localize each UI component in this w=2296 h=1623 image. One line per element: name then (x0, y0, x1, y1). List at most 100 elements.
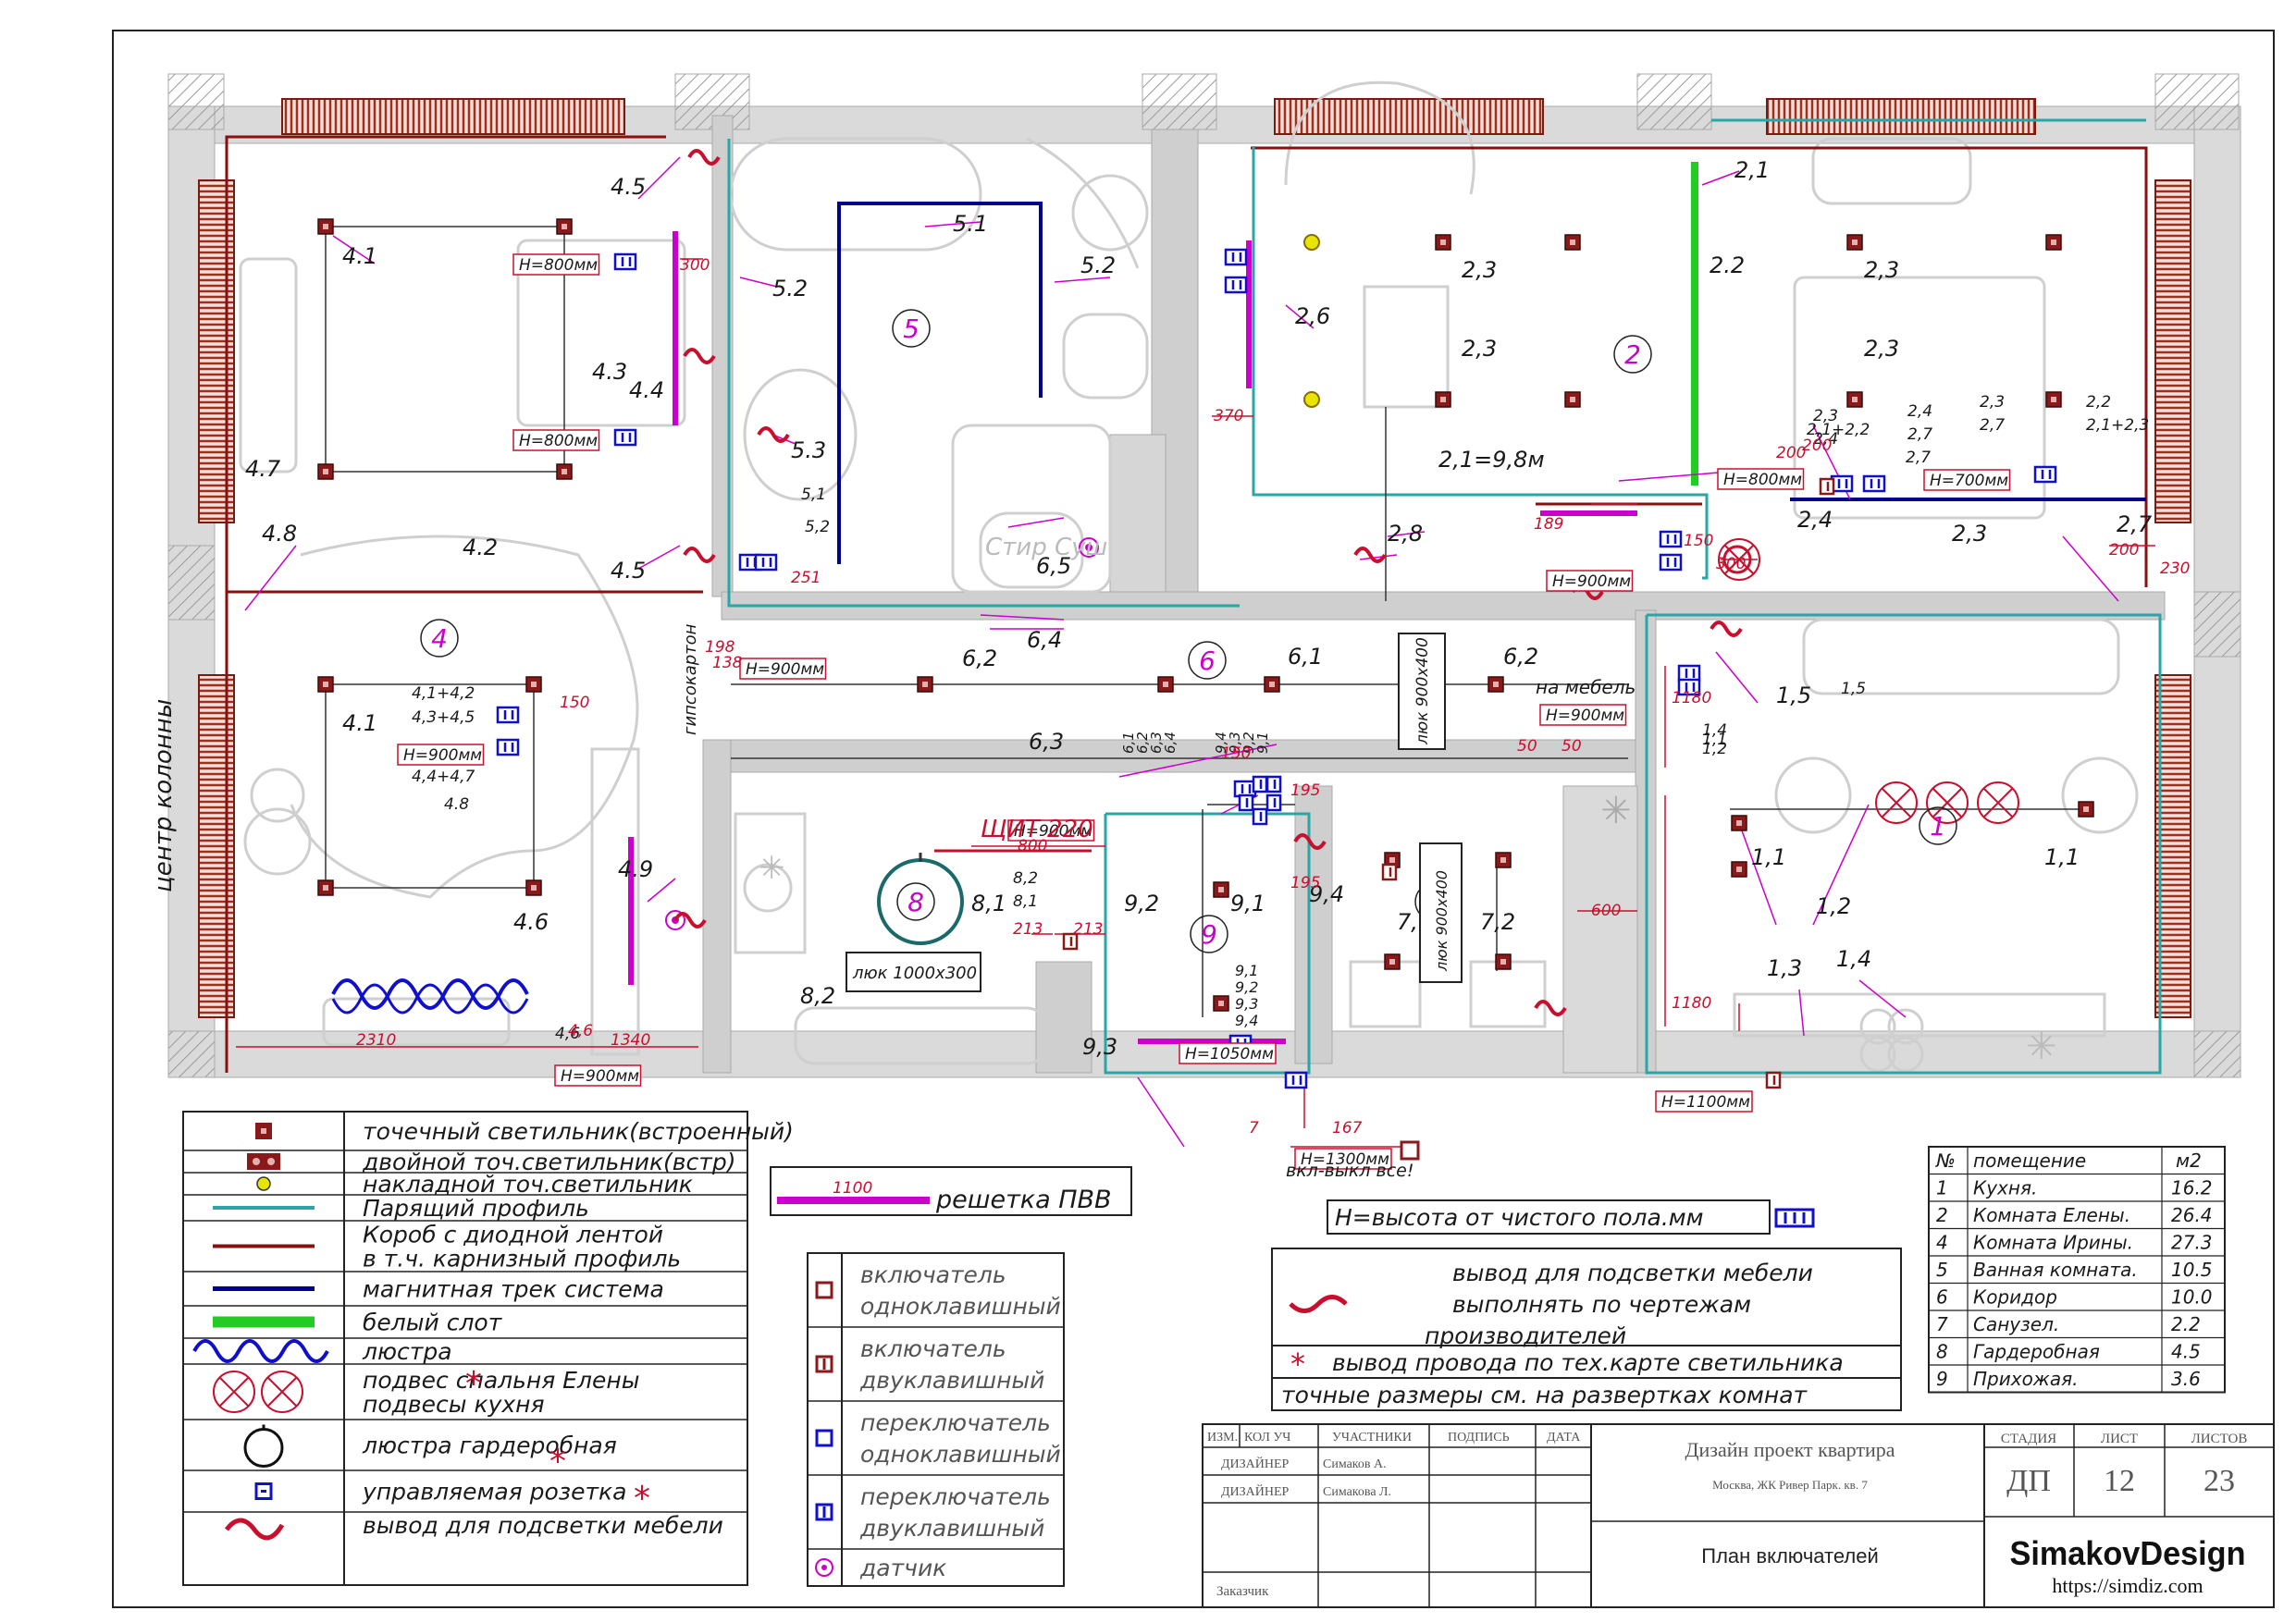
plan-label: 2,4 (1797, 507, 1833, 533)
svg-text:УЧАСТНИКИ: УЧАСТНИКИ (1332, 1431, 1412, 1445)
dimension-label: 1340 (611, 1031, 650, 1050)
plan-label: 8,1 (971, 891, 1006, 916)
plan-label: 2,7 (1907, 425, 1932, 444)
plan-label: 4.7 (245, 456, 281, 482)
plan-label: 2,3 (1462, 257, 1497, 283)
pendant-icon (213, 1371, 303, 1413)
sensors (665, 537, 1099, 930)
plan-label: 2.2 (1710, 252, 1745, 278)
switch-icon (496, 738, 520, 756)
room-number: 6 (1188, 641, 1227, 680)
svg-text:Симакова Л.: Симакова Л. (1323, 1485, 1391, 1499)
dimension-label: 1180 (1672, 994, 1711, 1013)
plan-label: 2,3 (1952, 521, 1987, 547)
dimension-lines (236, 258, 2155, 1148)
svg-text:Н=900мм: Н=900мм (1546, 707, 1624, 725)
dimension-label: 138 (712, 654, 743, 672)
spot-lights (317, 218, 2094, 1012)
height-label: Н=900мм (1546, 570, 1634, 592)
rooms-table-cell: Кухня. (1973, 1177, 2037, 1199)
switch-icon (613, 252, 637, 271)
height-label: Н=900мм (739, 658, 827, 680)
plan-label: 5.1 (953, 211, 988, 237)
svg-text:Н=высота от чистого пола.мм: Н=высота от чистого пола.мм (1335, 1204, 1704, 1231)
dimension-label: 200 (1802, 436, 1832, 455)
spot-light (1435, 391, 1451, 408)
legend-label: белый слот (363, 1309, 503, 1336)
rooms-table-cell: Прихожая. (1973, 1368, 2078, 1390)
spot-light (1564, 391, 1581, 408)
dimension-label: 7 (1249, 1119, 1259, 1137)
led-box-lines (225, 135, 2148, 1073)
svg-text:СТАДИЯ: СТАДИЯ (2001, 1432, 2056, 1446)
rooms-table-cell: 7 (1936, 1313, 1948, 1335)
switch-icon (1862, 474, 1886, 493)
spot-light (317, 218, 334, 235)
rooms-table-cell: 8 (1936, 1341, 1948, 1363)
plan-label: 2,3 (1980, 393, 2005, 412)
room-number-text: 6 (1199, 646, 1216, 676)
rooms-table-cell: Санузел. (1973, 1313, 2059, 1335)
legend-label: подвес спальня Елены (363, 1367, 639, 1394)
height-label: Н=800мм (512, 253, 600, 276)
switch-double-icon (815, 1355, 833, 1373)
dimension-label: 230 (2160, 559, 2190, 578)
svg-text:КОЛ УЧ: КОЛ УЧ (1244, 1431, 1290, 1445)
dimension-label: 213 (1073, 920, 1103, 939)
plan-label: 9,2 (1235, 978, 1258, 996)
note-wire: вывод провода по тех.карте светильника (1332, 1349, 1844, 1376)
plan-label: 2,1=9,8м (1438, 447, 1545, 473)
legend-label: Парящий профиль (363, 1195, 589, 1222)
spot-icon (255, 1123, 272, 1139)
plan-label: 1,1 (2044, 844, 2080, 870)
plan-label: 6,3 (1148, 732, 1165, 754)
dimension-label: 50 (1562, 737, 1582, 756)
column-center-label: центр колонны (150, 699, 178, 892)
height-label: Н=900мм (1539, 704, 1627, 726)
switch-legend-label: включатель (860, 1261, 1006, 1288)
floating-profile-lines (727, 118, 2162, 1075)
dimension-label: 150 (1684, 532, 1713, 550)
rooms-table-cell: Гардеробная (1973, 1341, 2100, 1363)
room-number-text: 8 (907, 887, 924, 917)
rooms-table-cell: 5 (1936, 1259, 1948, 1281)
plan-label: 7,2 (1480, 909, 1515, 935)
dimension-label: 300 (680, 256, 710, 275)
svg-text:План включателей: План включателей (1701, 1544, 1878, 1568)
svg-text:Н=900мм: Н=900мм (1014, 822, 1092, 841)
svg-text:Н=1300мм: Н=1300мм (1301, 1150, 1389, 1169)
plan-label: 5,1 (801, 486, 826, 504)
sheet-frame (112, 30, 2275, 1608)
plan-label: 1,5 (1841, 680, 1866, 698)
white-slot-icon (213, 1316, 315, 1328)
switch-icon (1659, 553, 1683, 572)
rooms-table-cell: 10.0 (2171, 1286, 2213, 1309)
spot-light (1157, 676, 1174, 693)
svg-text:ДИЗАЙНЕР: ДИЗАЙНЕР (1221, 1456, 1290, 1471)
room-number: 1 (1919, 806, 1957, 845)
switch-icon (1252, 775, 1268, 793)
legend-label: вывод для подсветки мебели (363, 1512, 723, 1539)
rooms-table-cell: 3.6 (2171, 1368, 2201, 1390)
plan-label: 2,7 (1906, 449, 1931, 467)
svg-text:Н=900мм: Н=900мм (561, 1067, 639, 1086)
plan-label: 4.3 (592, 359, 627, 385)
rooms-table-cell: № (1935, 1150, 1956, 1172)
svg-text:ДП: ДП (2006, 1464, 2051, 1498)
rooms-table-cell: 4 (1936, 1232, 1948, 1254)
plan-label: 6,2 (1134, 732, 1151, 754)
svg-text:Н=900мм: Н=900мм (1552, 572, 1631, 591)
room-number-text: 4 (431, 623, 448, 654)
rooms-table-cell: 26.4 (2171, 1204, 2213, 1226)
spot-light (556, 218, 573, 235)
spot-light (317, 463, 334, 480)
switch-single-icon (815, 1281, 833, 1299)
panel-label: ЩИТ 220 (981, 816, 1093, 843)
plan-label: 9,1 (1254, 732, 1271, 754)
plan-label: 2,6 (1295, 303, 1330, 329)
furniture-light-icon (1289, 1295, 1348, 1313)
plan-label: 4.6 (513, 909, 549, 935)
